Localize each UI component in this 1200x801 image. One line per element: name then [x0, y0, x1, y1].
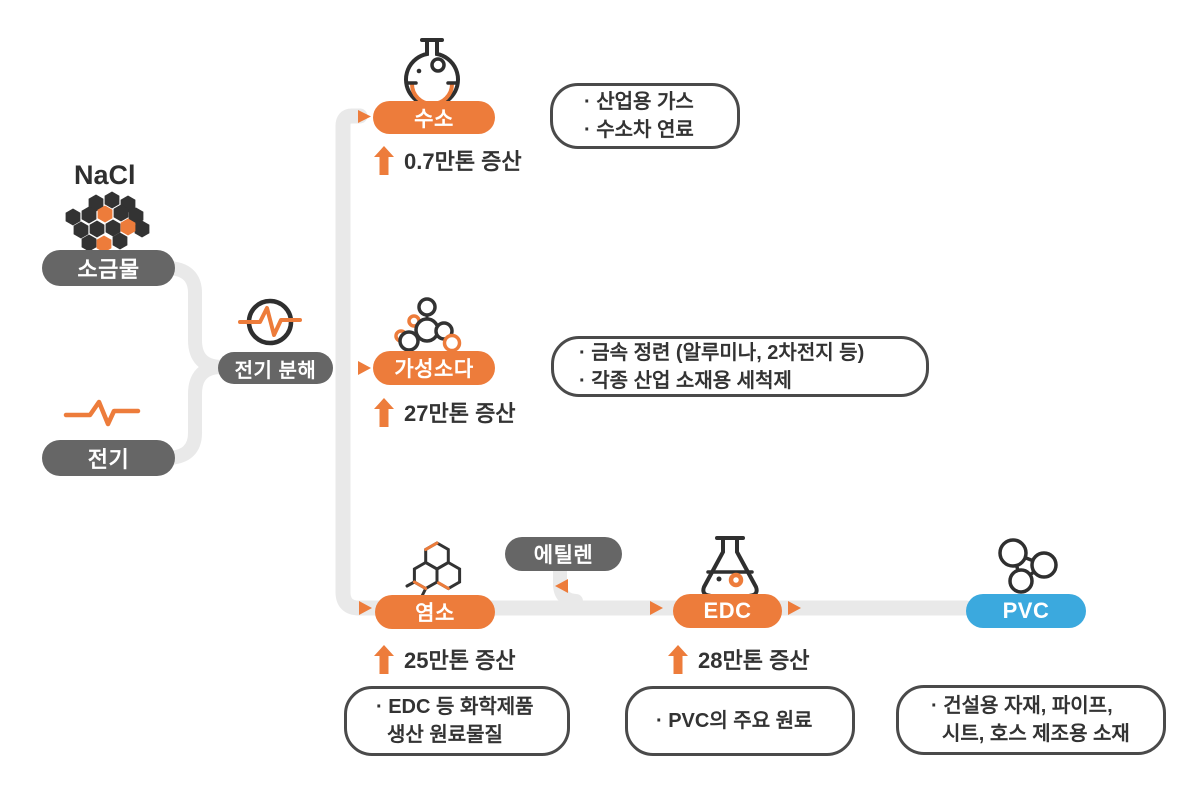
- electrolysis-pill: 전기 분해: [218, 352, 333, 384]
- use-line: · 수소차 연료: [584, 119, 694, 141]
- use-line: · 각종 산업 소재용 세척제: [579, 369, 792, 392]
- arrow-after-edc-icon: [788, 601, 801, 615]
- electrolysis-circle-icon: [238, 298, 302, 346]
- edc-increase: 28만톤 증산: [668, 643, 810, 675]
- nacl-label: NaCl: [74, 160, 136, 190]
- flow-arrowheads: [358, 110, 801, 615]
- caustic-increase: 27만톤 증산: [374, 396, 516, 428]
- edc-pill: EDC: [673, 594, 782, 628]
- ethylene-pill: 에틸렌: [505, 537, 622, 571]
- hydrogen-increase: 0.7만톤 증산: [374, 144, 522, 176]
- pvc-pill: PVC: [966, 594, 1086, 628]
- use-line: · PVC의 주요 원료: [656, 710, 813, 732]
- up-arrow-icon: [374, 644, 394, 674]
- brine-pill: 소금물: [42, 250, 175, 286]
- arrow-ethylene-merge-icon: [555, 579, 568, 593]
- pvc-uses-box: · 건설용 자재, 파이프, 시트, 호스 제조용 소재: [896, 685, 1166, 755]
- up-arrow-icon: [374, 145, 394, 175]
- use-line: 시트, 호스 제조용 소재: [942, 723, 1130, 745]
- salt-crystal-cluster-icon: [65, 191, 150, 253]
- arrow-to-edc-icon: [650, 601, 663, 615]
- use-line: · 금속 정련 (알루미나, 2차전지 등): [579, 341, 865, 364]
- hydrogen-increase-label: 0.7만톤 증산: [404, 149, 522, 174]
- erlenmeyer-flask-icon: [701, 536, 759, 601]
- use-line: 생산 원료물질: [387, 724, 503, 746]
- arrow-to-chlorine-icon: [359, 601, 372, 615]
- hydrogen-pill: 수소: [373, 101, 495, 134]
- benzene-rings-icon: [405, 541, 462, 598]
- molecule-circles-icon: [394, 297, 462, 353]
- edc-increase-label: 28만톤 증산: [698, 648, 810, 673]
- voltage-zigzag-icon: [63, 399, 141, 427]
- caustic-soda-pill: 가성소다: [373, 351, 495, 385]
- edc-uses-box: · PVC의 주요 원료: [625, 686, 855, 756]
- chlorine-increase-label: 25만톤 증산: [404, 648, 516, 673]
- up-arrow-icon: [668, 644, 688, 674]
- electricity-pill: 전기: [42, 440, 175, 476]
- arrow-to-caustic-icon: [358, 361, 371, 375]
- polymer-molecule-icon: [998, 538, 1058, 594]
- hydrogen-uses-box: · 산업용 가스 · 수소차 연료: [550, 83, 740, 149]
- round-flask-icon: [404, 38, 460, 108]
- use-line: · EDC 등 화학제품: [376, 696, 534, 718]
- chlorine-uses-box: · EDC 등 화학제품 생산 원료물질: [344, 686, 570, 756]
- caustic-increase-label: 27만톤 증산: [404, 401, 516, 426]
- caustic-uses-box: · 금속 정련 (알루미나, 2차전지 등) · 각종 산업 소재용 세척제: [551, 336, 929, 397]
- use-line: · 건설용 자재, 파이프,: [931, 695, 1113, 717]
- use-line: · 산업용 가스: [584, 91, 694, 113]
- chlorine-pill: 염소: [375, 595, 495, 629]
- chlorine-increase: 25만톤 증산: [374, 643, 516, 675]
- arrow-to-hydrogen-icon: [358, 110, 371, 123]
- up-arrow-icon: [374, 397, 394, 427]
